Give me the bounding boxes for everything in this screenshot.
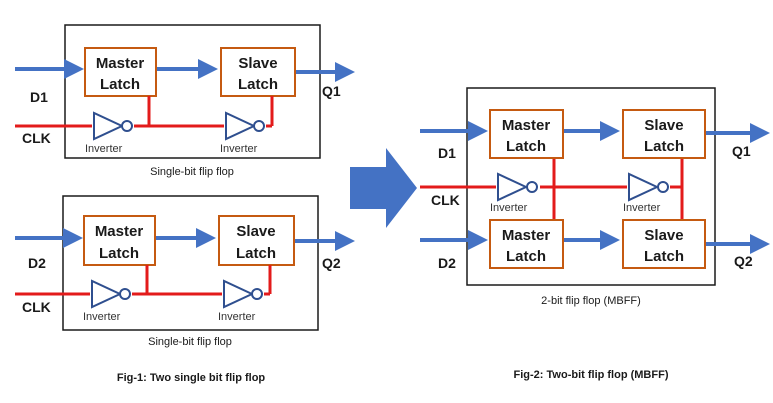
pin-clk: CLK xyxy=(22,299,51,315)
inverter-icon xyxy=(223,279,255,309)
pin-clk: CLK xyxy=(431,192,460,208)
fig1-caption: Fig-1: Two single bit flip flop xyxy=(117,372,266,384)
pin-d1: D1 xyxy=(438,145,456,161)
inverter-bubble-icon xyxy=(657,181,669,193)
pin-q2: Q2 xyxy=(734,253,753,269)
master-latch-line2: Latch xyxy=(99,245,139,262)
master-latch-line1: Master xyxy=(95,223,144,240)
slave-latch-line2: Latch xyxy=(644,138,684,155)
inverter-bubble-icon xyxy=(526,181,538,193)
single-bit-caption: Single-bit flip flop xyxy=(148,336,232,348)
slave-latch-line1: Slave xyxy=(238,55,277,72)
master-latch-line1: Master xyxy=(502,117,551,134)
slave-latch-line2: Latch xyxy=(238,76,278,93)
slave-latch-line2: Latch xyxy=(236,245,276,262)
pin-d1: D1 xyxy=(30,89,48,105)
fig2-caption: Fig-2: Two-bit flip flop (MBFF) xyxy=(514,369,669,381)
slave-latch-line2: Latch xyxy=(644,248,684,265)
slave-latch xyxy=(220,47,296,97)
pin-d2: D2 xyxy=(438,255,456,271)
slave-latch-line1: Slave xyxy=(644,227,683,244)
master-latch-line1: Master xyxy=(96,55,145,72)
inverter-icon xyxy=(225,111,257,141)
inverter-bubble-icon xyxy=(121,120,133,132)
inverter-bubble-icon xyxy=(119,288,131,300)
slave-latch-line1: Slave xyxy=(644,117,683,134)
slave-latch xyxy=(218,215,295,266)
inverter-icon xyxy=(91,279,123,309)
master-latch-1 xyxy=(489,109,564,159)
master-latch xyxy=(84,47,157,97)
master-latch-line1: Master xyxy=(502,227,551,244)
master-latch-line2: Latch xyxy=(506,138,546,155)
inverter-label: Inverter xyxy=(623,202,661,214)
single-bit-flip-flop-top: Master Latch Slave Latch Inverter Invert… xyxy=(15,24,355,178)
inverter-bubble-icon xyxy=(253,120,265,132)
master-latch-line2: Latch xyxy=(100,76,140,93)
inverter-label: Inverter xyxy=(218,311,256,323)
two-bit-flip-flop: Master Latch Slave Latch Master Latch Sl… xyxy=(420,87,770,307)
inverter-label: Inverter xyxy=(490,202,528,214)
inverter-label: Inverter xyxy=(83,311,121,323)
slave-latch-1 xyxy=(622,109,706,159)
inverter-icon xyxy=(93,111,125,141)
single-bit-flip-flop-bottom: Master Latch Slave Latch Inverter Invert… xyxy=(15,195,355,348)
master-latch-2 xyxy=(489,219,564,269)
pin-d2: D2 xyxy=(28,255,46,271)
inverter-label: Inverter xyxy=(220,143,258,155)
slave-latch-line1: Slave xyxy=(236,223,275,240)
mbff-caption: 2-bit flip flop (MBFF) xyxy=(541,295,641,307)
inverter-label: Inverter xyxy=(85,143,123,155)
flip-flop-box xyxy=(62,195,319,331)
master-latch-line2: Latch xyxy=(506,248,546,265)
pin-q1: Q1 xyxy=(732,143,751,159)
slave-latch-2 xyxy=(622,219,706,269)
transition-arrow-icon xyxy=(350,148,417,228)
flip-flop-box xyxy=(64,24,321,159)
master-latch xyxy=(83,215,156,266)
inverter-icon xyxy=(628,172,660,202)
pin-q1: Q1 xyxy=(322,83,341,99)
pin-clk: CLK xyxy=(22,130,51,146)
pin-q2: Q2 xyxy=(322,255,341,271)
inverter-bubble-icon xyxy=(251,288,263,300)
inverter-icon xyxy=(497,172,529,202)
single-bit-caption: Single-bit flip flop xyxy=(150,166,234,178)
